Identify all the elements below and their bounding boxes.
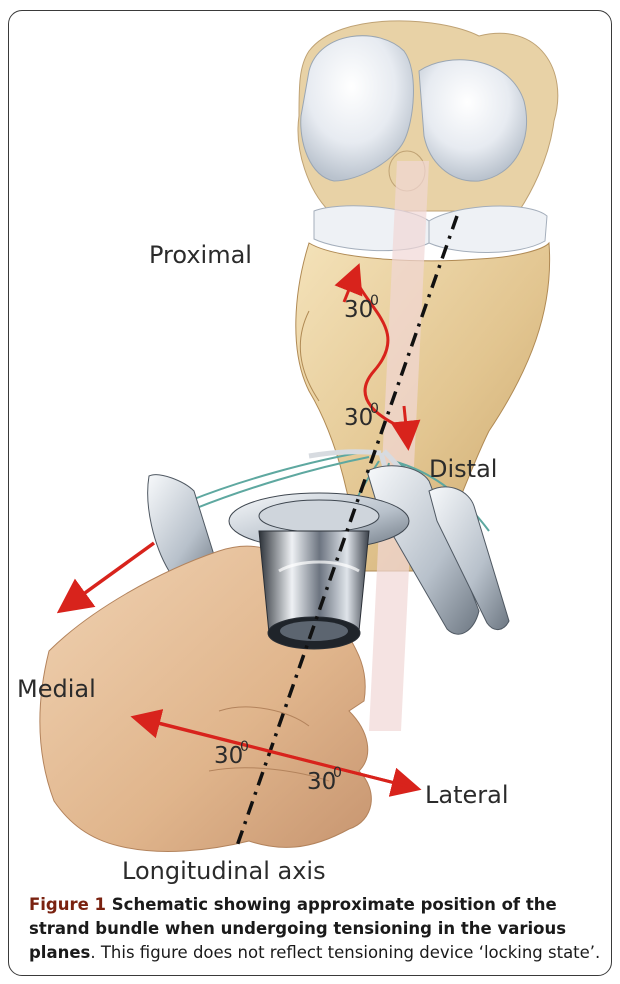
label-longitudinal-axis: Longitudinal axis [122, 857, 326, 885]
knee-illustration: Proximal Distal Medial Lateral Longitudi… [9, 11, 612, 891]
label-medial: Medial [17, 675, 96, 703]
tibial-plateau [314, 206, 547, 253]
caption-figure-label: Figure 1 [29, 895, 106, 914]
figure-caption: Figure 1 Schematic showing approximate p… [29, 893, 607, 965]
angle-lower: 30 [344, 405, 373, 431]
label-distal: Distal [429, 455, 497, 483]
angle-left: 30 [214, 743, 243, 769]
angle-lower-degree: 0 [370, 401, 379, 417]
angle-right-degree: 0 [333, 765, 342, 781]
angle-right: 30 [307, 769, 336, 795]
label-proximal: Proximal [149, 241, 252, 269]
angle-upper-degree: 0 [370, 293, 379, 309]
angle-left-degree: 0 [240, 739, 249, 755]
label-lateral: Lateral [425, 781, 509, 809]
angle-upper: 30 [344, 297, 373, 323]
caption-body: . This figure does not reflect tensionin… [90, 943, 600, 962]
figure-frame: Proximal Distal Medial Lateral Longitudi… [8, 10, 612, 976]
